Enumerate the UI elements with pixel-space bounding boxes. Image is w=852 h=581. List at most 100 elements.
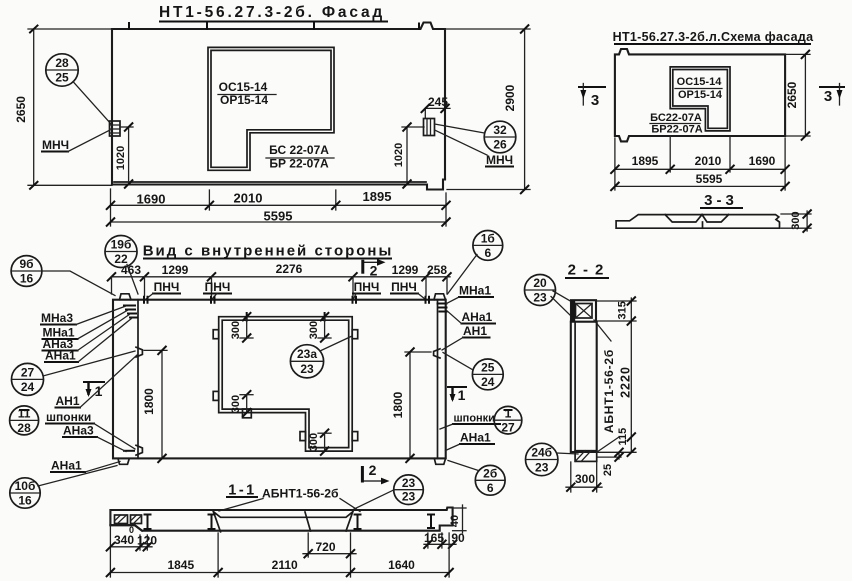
- svg-text:шпонки: шпонки: [454, 413, 495, 425]
- svg-text:23: 23: [535, 461, 549, 475]
- svg-text:2-2: 2-2: [568, 262, 611, 279]
- svg-text:5595: 5595: [264, 209, 293, 224]
- svg-text:3-3: 3-3: [704, 192, 738, 209]
- svg-text:1299: 1299: [392, 263, 419, 277]
- svg-text:МНа1: МНа1: [43, 326, 75, 340]
- svg-text:40: 40: [449, 515, 461, 527]
- svg-text:АНа1: АНа1: [45, 349, 76, 363]
- svg-text:25: 25: [481, 361, 495, 375]
- svg-text:МНЧ: МНЧ: [486, 153, 513, 167]
- svg-text:2650: 2650: [14, 96, 28, 123]
- svg-text:МНЧ: МНЧ: [42, 138, 69, 152]
- svg-text:1020: 1020: [115, 146, 127, 170]
- svg-text:22: 22: [114, 252, 128, 266]
- svg-text:1800: 1800: [391, 391, 405, 418]
- svg-text:165: 165: [424, 531, 444, 545]
- svg-text:АНа1: АНа1: [51, 459, 82, 473]
- svg-text:2010: 2010: [695, 154, 722, 168]
- svg-text:23: 23: [402, 476, 416, 490]
- svg-text:3: 3: [824, 88, 832, 105]
- svg-text:1690: 1690: [137, 192, 166, 207]
- svg-text:НТ1-56.27.3-2б. Фасад: НТ1-56.27.3-2б. Фасад: [159, 4, 385, 21]
- svg-text:АБНТ1-56-2б: АБНТ1-56-2б: [262, 487, 339, 501]
- svg-text:27: 27: [501, 421, 515, 435]
- svg-text:24б: 24б: [531, 446, 552, 460]
- svg-text:120: 120: [137, 534, 157, 548]
- svg-text:90: 90: [451, 531, 465, 545]
- svg-text:ПНЧ: ПНЧ: [391, 280, 417, 294]
- svg-text:24: 24: [21, 380, 35, 394]
- svg-text:1690: 1690: [749, 154, 776, 168]
- svg-text:1895: 1895: [632, 154, 659, 168]
- svg-text:5595: 5595: [696, 172, 723, 186]
- svg-text:27: 27: [21, 366, 35, 380]
- svg-text:БР22-07А: БР22-07А: [651, 124, 702, 136]
- svg-text:315: 315: [617, 301, 629, 319]
- svg-text:26: 26: [493, 138, 507, 152]
- svg-text:3: 3: [591, 92, 599, 109]
- svg-text:БС22-07А: БС22-07А: [650, 112, 702, 124]
- svg-text:2900: 2900: [503, 84, 517, 111]
- svg-text:ПНЧ: ПНЧ: [154, 280, 180, 294]
- svg-text:2276: 2276: [276, 262, 303, 276]
- svg-text:300: 300: [230, 395, 242, 413]
- svg-text:МНа1: МНа1: [459, 284, 491, 298]
- svg-text:2220: 2220: [619, 366, 633, 398]
- svg-text:25: 25: [55, 71, 69, 85]
- svg-text:1299: 1299: [162, 263, 189, 277]
- svg-text:1-1: 1-1: [228, 483, 256, 499]
- svg-text:2: 2: [370, 263, 378, 279]
- svg-text:6: 6: [484, 246, 491, 260]
- svg-text:25: 25: [602, 464, 614, 476]
- svg-text:300: 300: [790, 211, 802, 229]
- svg-text:НТ1-56.27.3-2б.л.Схема фасада: НТ1-56.27.3-2б.л.Схема фасада: [613, 30, 814, 44]
- svg-text:28: 28: [17, 421, 31, 435]
- svg-text:20: 20: [533, 276, 547, 290]
- svg-text:32: 32: [493, 123, 507, 137]
- svg-text:23: 23: [402, 490, 416, 504]
- svg-text:9б: 9б: [19, 257, 33, 271]
- svg-text:АН1: АН1: [463, 324, 487, 338]
- svg-text:1895: 1895: [363, 189, 392, 204]
- svg-text:АБНТ1-56-2б: АБНТ1-56-2б: [602, 349, 616, 433]
- svg-text:340: 340: [114, 533, 134, 547]
- svg-text:300: 300: [308, 433, 320, 451]
- svg-text:2110: 2110: [272, 558, 298, 572]
- svg-text:1640: 1640: [388, 558, 415, 572]
- svg-text:24: 24: [481, 375, 495, 389]
- svg-text:1: 1: [505, 407, 512, 421]
- svg-text:ПНЧ: ПНЧ: [354, 280, 380, 294]
- svg-text:258: 258: [427, 263, 447, 277]
- svg-text:БС 22-07А: БС 22-07А: [269, 143, 329, 157]
- svg-text:0: 0: [129, 525, 134, 535]
- svg-text:шпонки: шпонки: [46, 410, 91, 424]
- svg-text:1020: 1020: [393, 143, 405, 167]
- svg-text:720: 720: [315, 540, 335, 554]
- svg-text:115: 115: [617, 428, 629, 446]
- svg-text:300: 300: [308, 321, 320, 339]
- svg-text:11: 11: [18, 407, 31, 421]
- svg-text:1800: 1800: [142, 388, 156, 415]
- svg-text:23: 23: [533, 291, 547, 305]
- svg-text:2010: 2010: [234, 191, 263, 206]
- svg-text:1б: 1б: [481, 232, 495, 246]
- svg-text:АНа1: АНа1: [462, 310, 493, 324]
- svg-text:16: 16: [20, 272, 34, 286]
- svg-text:245: 245: [428, 95, 448, 109]
- svg-text:16: 16: [18, 494, 32, 508]
- svg-text:300: 300: [230, 321, 242, 339]
- svg-text:23: 23: [300, 362, 314, 376]
- svg-text:1845: 1845: [167, 558, 194, 572]
- svg-text:АН1: АН1: [56, 394, 80, 408]
- svg-text:28: 28: [55, 56, 69, 70]
- svg-text:БР 22-07А: БР 22-07А: [269, 157, 329, 171]
- svg-text:10б: 10б: [15, 479, 36, 493]
- svg-text:1: 1: [458, 387, 466, 403]
- svg-text:ОР15-14: ОР15-14: [220, 93, 268, 107]
- svg-text:2: 2: [369, 462, 377, 478]
- svg-text:463: 463: [121, 263, 141, 277]
- svg-text:АНа3: АНа3: [43, 337, 74, 351]
- svg-text:МНа3: МНа3: [41, 311, 73, 325]
- svg-text:300: 300: [575, 472, 595, 486]
- svg-text:6: 6: [487, 481, 494, 495]
